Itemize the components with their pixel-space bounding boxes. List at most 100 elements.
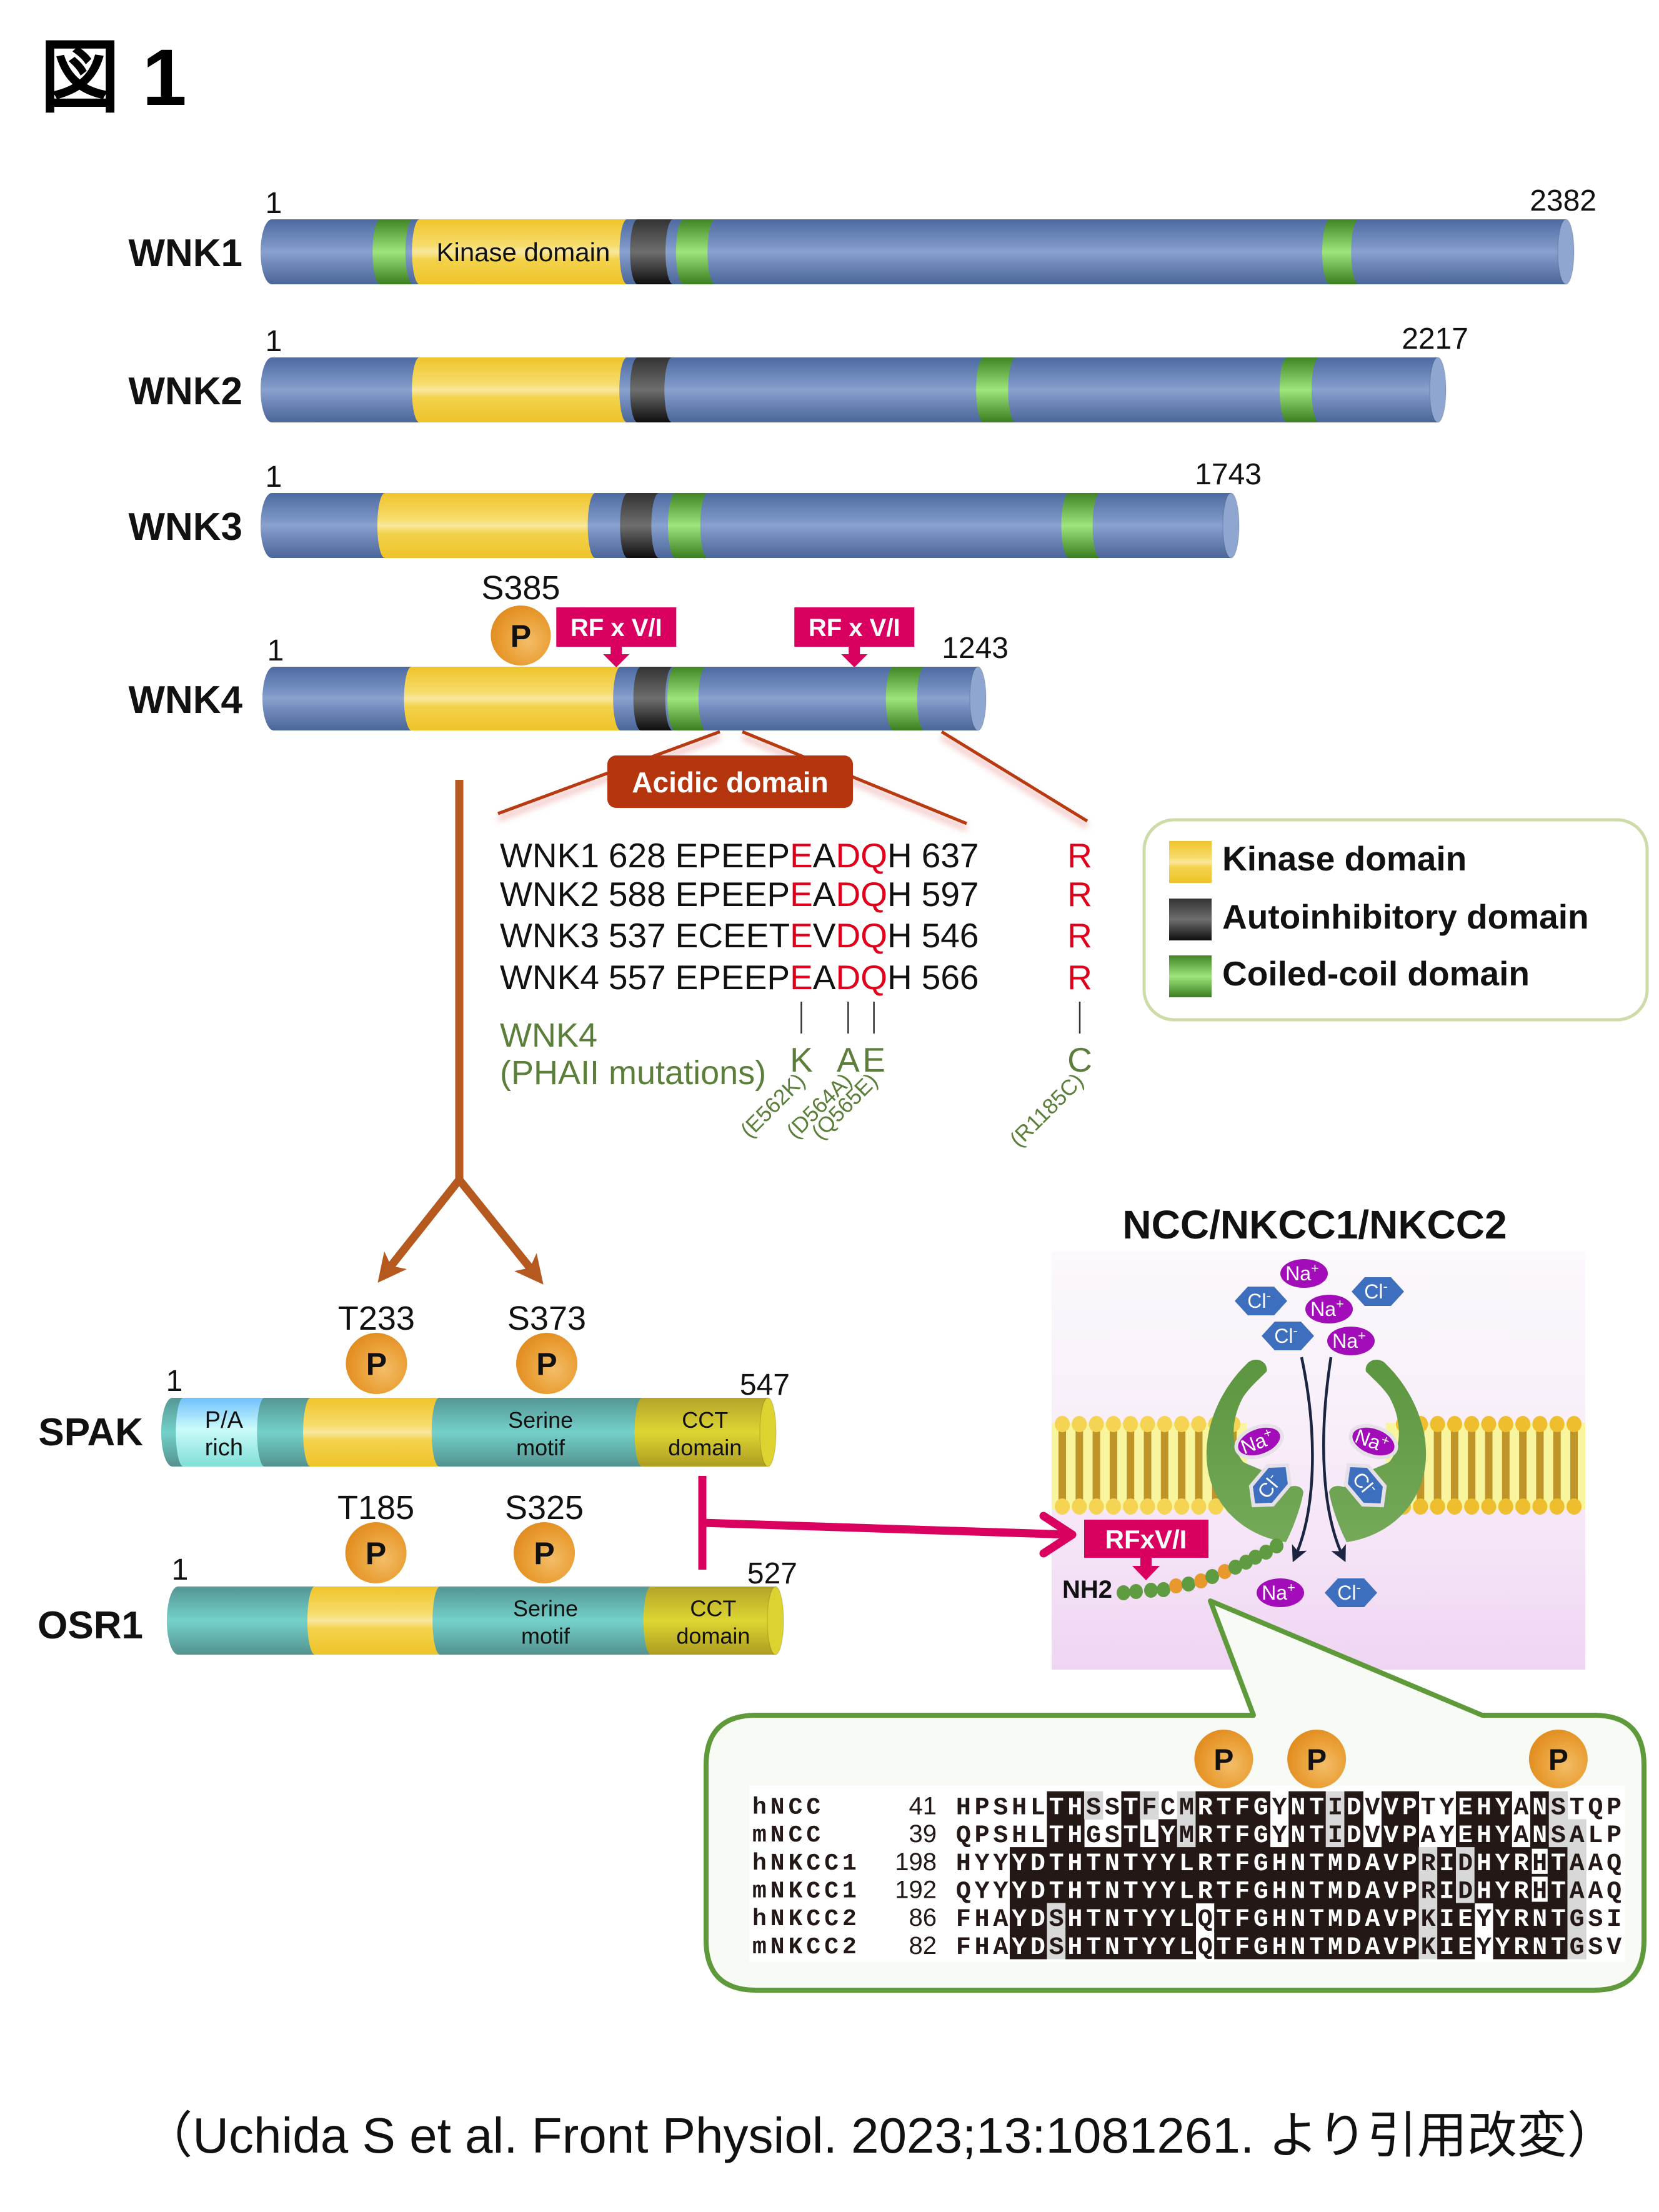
phospho-residue-bead: [1169, 1578, 1183, 1593]
coiled-coil-domain: [885, 667, 925, 730]
aligned-residue: V: [1383, 1822, 1398, 1850]
aligned-residue: A: [1570, 1850, 1585, 1878]
alignment-start-position: 198: [895, 1848, 937, 1876]
aligned-residue: R: [1513, 1878, 1528, 1906]
highlighted-residue: D: [835, 836, 860, 875]
residue: E: [675, 875, 699, 914]
phosphorylation-marker: P: [345, 1522, 407, 1583]
similar-residue-shade: [1567, 1819, 1587, 1848]
aligned-residue: D: [1347, 1906, 1362, 1934]
autoinhibitory-domain: [630, 357, 672, 422]
aligned-residue: P: [1402, 1878, 1417, 1906]
residue-bead: [1270, 1538, 1283, 1553]
aligned-residue: T: [1216, 1934, 1231, 1962]
aligned-residue: R: [1421, 1878, 1436, 1906]
identical-residue-shade: [1195, 1875, 1215, 1904]
outlined-residue-shade: [1530, 1875, 1550, 1904]
identical-residue-shade: [1400, 1819, 1420, 1848]
alignment-sequence-name: mNKCC2: [752, 1934, 860, 1961]
phosphorylation-marker: P: [514, 1522, 575, 1583]
chloride-ion-icon: Cl-: [1235, 1287, 1287, 1315]
lipid-head: [1072, 1416, 1087, 1432]
lipid-head: [1208, 1498, 1223, 1515]
lipid-head: [1549, 1498, 1565, 1515]
aligned-residue: F: [1235, 1822, 1250, 1850]
pa-rich-label-line1: P/A: [205, 1407, 244, 1433]
alignment-start-position: 192: [895, 1876, 937, 1903]
identical-residue-shade: [1140, 1847, 1159, 1876]
kinase-swatch: [1169, 841, 1212, 883]
identical-residue-shade: [1474, 1847, 1494, 1876]
mutant-residue: C: [1067, 1040, 1092, 1079]
lipid-head: [1532, 1416, 1548, 1432]
aligned-residue: S: [1551, 1794, 1566, 1822]
aligned-residue: Y: [1439, 1794, 1454, 1822]
residue: E: [721, 836, 744, 875]
lipid-head: [1191, 1416, 1207, 1432]
identical-residue-shade: [1455, 1931, 1475, 1960]
aligned-residue: F: [1235, 1850, 1250, 1878]
aligned-residue: M: [1328, 1850, 1343, 1878]
residue-bead: [1144, 1583, 1158, 1598]
residue: P: [767, 958, 790, 997]
ion-charge: -: [1383, 1278, 1387, 1294]
ion-symbol: Cl: [1247, 1290, 1266, 1312]
residue-bead: [1157, 1582, 1170, 1597]
sequence-start-number: 588: [609, 875, 666, 914]
residue: E: [744, 836, 767, 875]
aligned-residue: Q: [956, 1878, 971, 1906]
lipid-head: [1157, 1498, 1172, 1515]
identical-residue-shade: [1307, 1791, 1327, 1820]
sequence-protein-name: WNK4: [500, 958, 599, 997]
aligned-residue: D: [1458, 1878, 1473, 1906]
aligned-residue: Y: [975, 1878, 990, 1906]
kinase-label: Kinase domain: [436, 237, 610, 267]
aligned-residue: G: [1570, 1906, 1585, 1934]
sequence-end-number: 637: [922, 836, 979, 875]
phospho-residue-bead: [1194, 1573, 1208, 1588]
aligned-residue: R: [1198, 1794, 1213, 1822]
aligned-residue: N: [1290, 1822, 1305, 1850]
lipid-tail: [1485, 1426, 1493, 1505]
cct-domain: [643, 1587, 775, 1655]
lipid-head: [1055, 1416, 1070, 1432]
identical-residue-shade: [1344, 1847, 1363, 1876]
aligned-residue: N: [1290, 1934, 1305, 1962]
ion-label: Na+: [1310, 1296, 1344, 1320]
serine-motif-label-line1: Serine: [513, 1596, 578, 1622]
identical-residue-shade: [1158, 1847, 1178, 1876]
phosphorylation-marker: P: [1287, 1730, 1347, 1788]
motif-arrow-icon: [841, 646, 868, 667]
end-residue-label: 527: [747, 1557, 797, 1590]
ion-charge: -: [1266, 1288, 1270, 1303]
alignment-sequence-name: hNKCC2: [752, 1906, 860, 1933]
aligned-residue: H: [1477, 1822, 1492, 1850]
coiled-coil-domain: [675, 219, 715, 284]
start-residue-label: 1: [267, 634, 284, 667]
residue: E: [723, 916, 746, 955]
alignment-start-position: 82: [909, 1932, 937, 1960]
aligned-residue: T: [1309, 1850, 1324, 1878]
alignment-start-position: 41: [909, 1792, 937, 1820]
similar-residue-shade: [1084, 1791, 1104, 1820]
autoinhibitory-domain: [620, 493, 659, 558]
identical-residue-shade: [1344, 1791, 1363, 1820]
ion-symbol: Cl: [1364, 1280, 1383, 1303]
aligned-residue: A: [1570, 1878, 1585, 1906]
aligned-residue: H: [1477, 1850, 1492, 1878]
identical-residue-shade: [1288, 1875, 1308, 1904]
identical-residue-shade: [1512, 1847, 1531, 1876]
identical-residue-shade: [1065, 1931, 1085, 1960]
aligned-residue: Y: [1495, 1822, 1510, 1850]
aligned-residue: E: [1458, 1906, 1473, 1934]
aligned-residue: V: [1383, 1934, 1398, 1962]
aligned-residue: P: [1607, 1822, 1622, 1850]
identical-residue-shade: [1363, 1847, 1382, 1876]
ion-label: Na+: [1262, 1580, 1295, 1604]
